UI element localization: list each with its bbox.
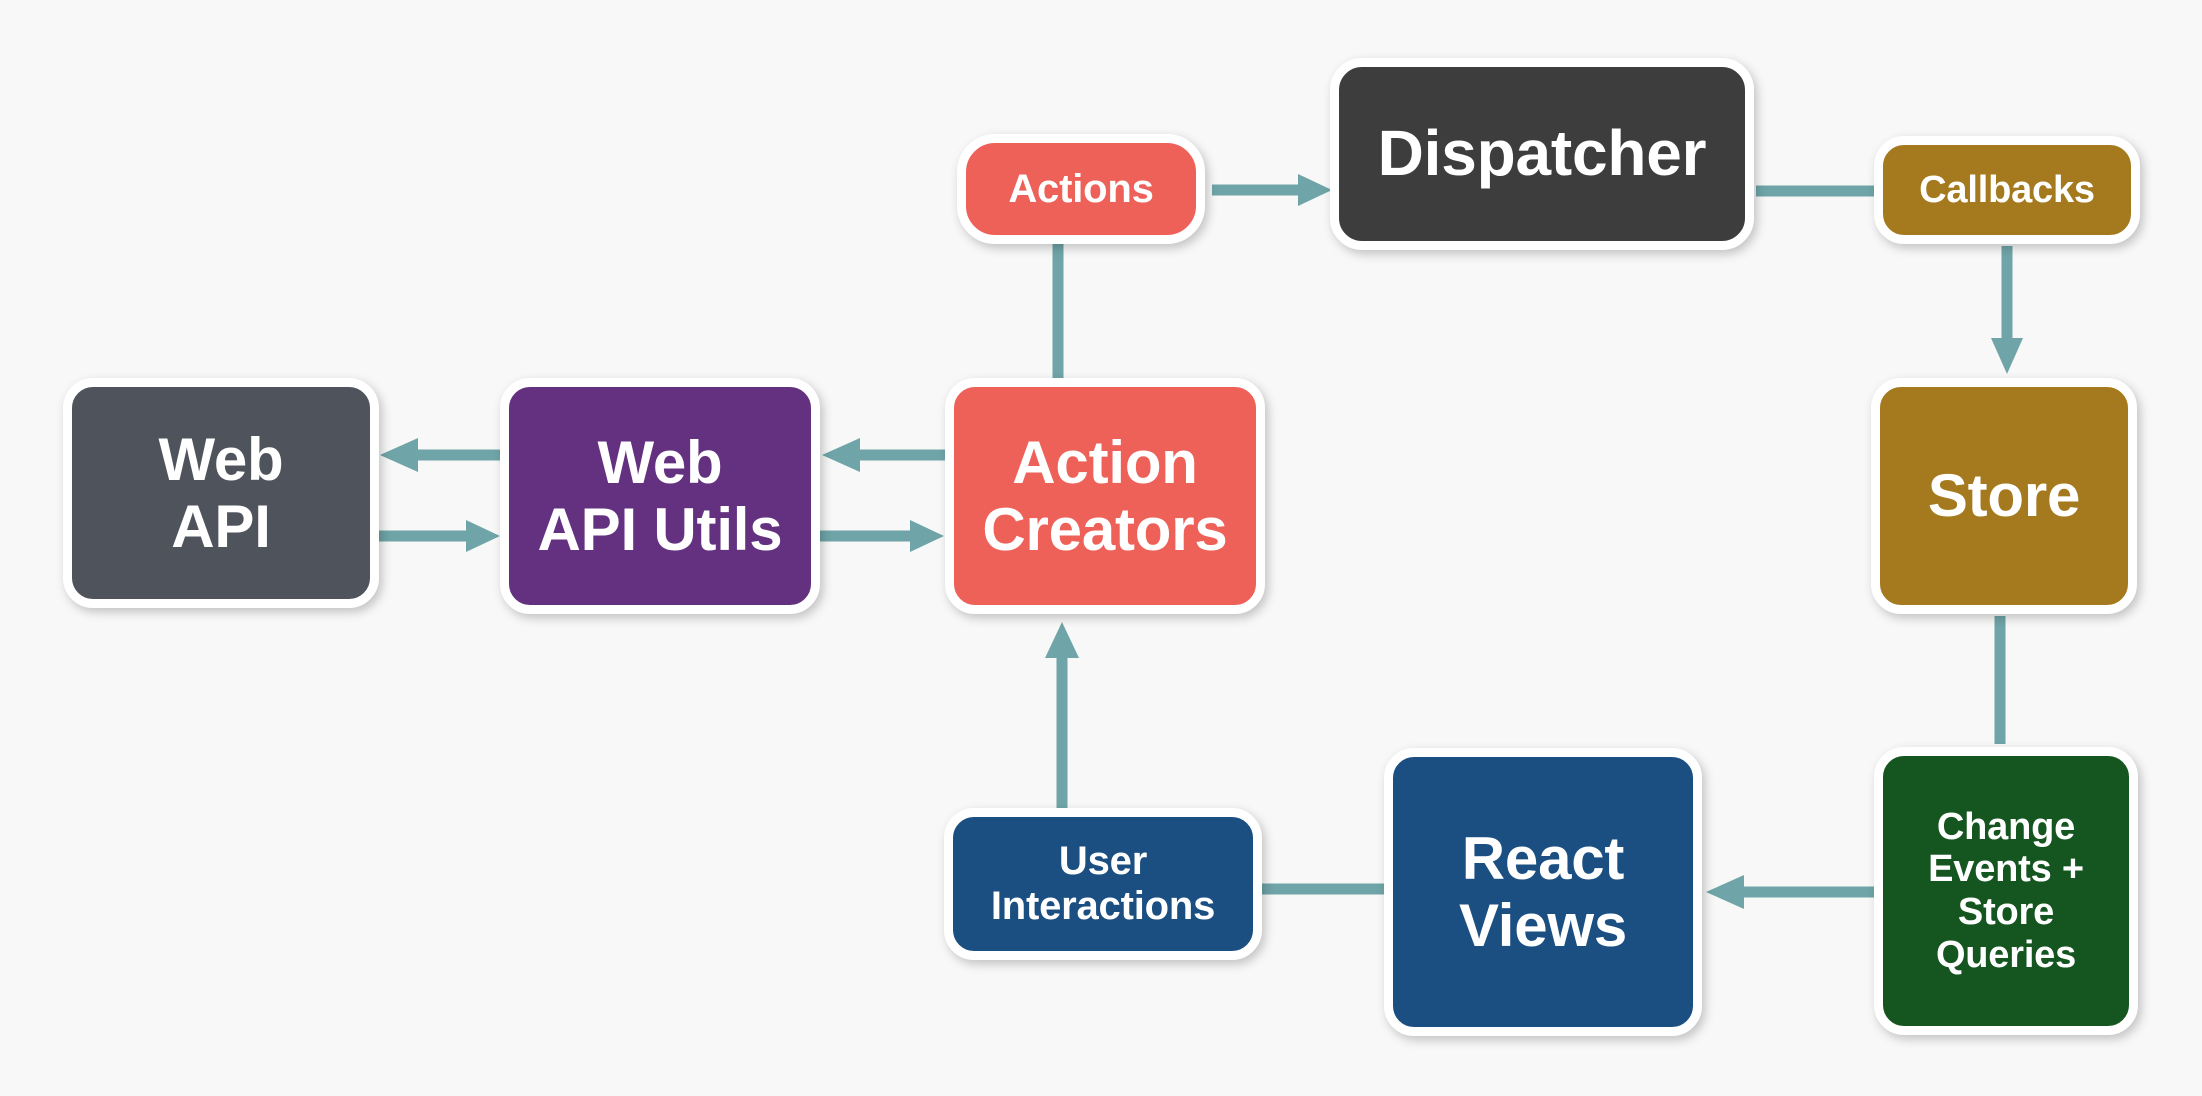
edge-react-views-to-user-interactions	[1262, 876, 1386, 902]
edge-dispatcher-to-callbacks	[1756, 178, 1878, 204]
edge-callbacks-to-store	[1987, 246, 2027, 378]
node-web-api-utils-label: Web API Utils	[537, 428, 783, 563]
node-actions-label: Actions	[1008, 166, 1154, 211]
node-action-creators[interactable]: Action Creators	[945, 378, 1265, 614]
node-web-api[interactable]: Web API	[63, 378, 379, 608]
node-react-views-label: React Views	[1458, 824, 1627, 959]
node-web-api-label: Web API	[158, 425, 284, 560]
node-callbacks[interactable]: Callbacks	[1874, 136, 2140, 244]
edge-change-events-to-react-views	[1702, 872, 1878, 912]
node-user-interactions-label: User Interactions	[990, 839, 1216, 928]
edge-action-creators-to-web-api-utils	[818, 435, 950, 475]
node-callbacks-label: Callbacks	[1919, 168, 2095, 211]
edge-actions-to-dispatcher	[1212, 170, 1338, 210]
node-react-views[interactable]: React Views	[1384, 748, 1702, 1036]
edge-web-api-to-web-api-utils	[376, 516, 506, 556]
node-dispatcher[interactable]: Dispatcher	[1330, 58, 1754, 250]
edge-user-interactions-to-action-creators	[1042, 620, 1082, 812]
node-web-api-utils[interactable]: Web API Utils	[500, 378, 820, 614]
node-dispatcher-label: Dispatcher	[1377, 117, 1707, 190]
edge-web-api-utils-to-web-api	[376, 435, 506, 475]
node-actions[interactable]: Actions	[957, 134, 1205, 244]
edge-web-api-utils-to-action-creators	[818, 516, 950, 556]
edge-action-creators-to-actions	[1045, 244, 1071, 380]
edge-store-to-change-events	[1987, 616, 2013, 746]
node-store-label: Store	[1927, 462, 2081, 530]
node-store[interactable]: Store	[1871, 378, 2137, 614]
node-action-creators-label: Action Creators	[982, 428, 1228, 563]
node-user-interactions[interactable]: User Interactions	[944, 808, 1262, 960]
node-change-events-store-queries[interactable]: Change Events + Store Queries	[1874, 747, 2138, 1035]
node-change-events-store-queries-label: Change Events + Store Queries	[1928, 805, 2084, 976]
